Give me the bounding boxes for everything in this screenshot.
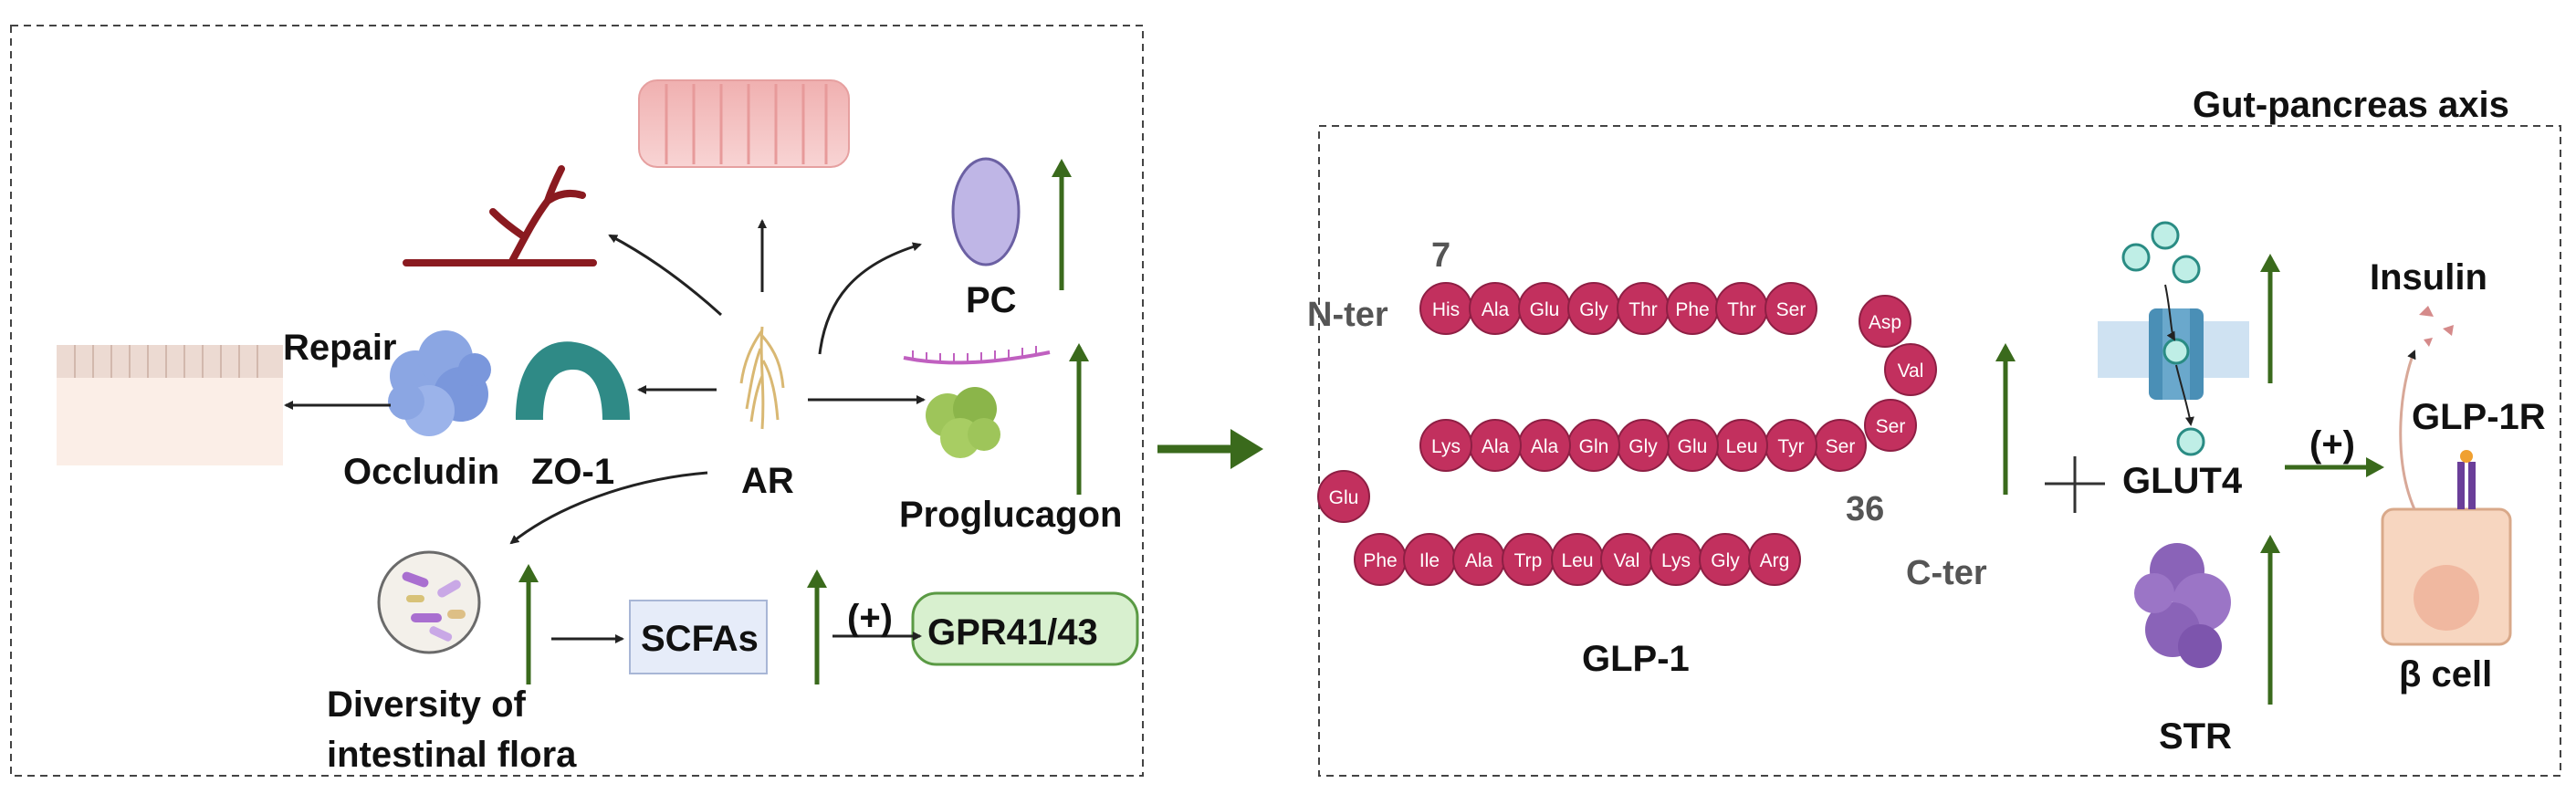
residue-label: Ala bbox=[1482, 299, 1510, 320]
residue-label: Ser bbox=[1776, 299, 1806, 320]
residue-label: Phe bbox=[1363, 550, 1397, 571]
residue-ser-17 bbox=[1864, 399, 1917, 452]
residue-label: Tyr bbox=[1777, 436, 1804, 457]
residue-label: Glu bbox=[1678, 436, 1708, 457]
residue-glu-27 bbox=[1317, 470, 1370, 523]
scfas-label: SCFAs bbox=[641, 619, 759, 659]
residue-label: Ala bbox=[1482, 436, 1510, 457]
right-panel-border bbox=[1318, 125, 2561, 777]
residue-val-16 bbox=[1884, 343, 1937, 396]
ar-label: AR bbox=[741, 461, 794, 501]
arrow-ar-to-vessel bbox=[608, 234, 723, 317]
occludin-protein-icon bbox=[388, 330, 491, 436]
str-protein-icon bbox=[2134, 543, 2231, 668]
blood-vessel-icon bbox=[403, 165, 597, 266]
residue-arg-36 bbox=[1748, 533, 1801, 586]
residue-label: Lys bbox=[1661, 550, 1691, 571]
pc-bacteria-icon bbox=[951, 157, 1021, 266]
residue-label: Val bbox=[1898, 360, 1924, 381]
residue-label: Phe bbox=[1675, 299, 1709, 320]
residue-label: Gly bbox=[1628, 436, 1658, 457]
residue-label: Ile bbox=[1419, 550, 1440, 571]
plus-label-right: (+) bbox=[2309, 424, 2355, 465]
glp1r-receptor-icon bbox=[2457, 450, 2476, 509]
insulin-release-path bbox=[2399, 350, 2416, 510]
residue-label: Val bbox=[1614, 550, 1640, 571]
residue-label: Thr bbox=[1727, 299, 1756, 320]
bcell-label: β cell bbox=[2399, 654, 2492, 695]
flora-label-line1: Diversity of bbox=[327, 684, 527, 725]
scfas-box bbox=[629, 600, 768, 674]
residue-label: Asp bbox=[1869, 312, 1901, 333]
epithelium-icon bbox=[57, 345, 283, 465]
zo1-protein-icon bbox=[516, 341, 630, 420]
residue-label: Gly bbox=[1711, 550, 1740, 571]
glp1r-label: GLP-1R bbox=[2412, 397, 2546, 437]
cter-label: C-ter bbox=[1906, 554, 1987, 592]
residue-label: Arg bbox=[1760, 550, 1790, 571]
residue-label: His bbox=[1432, 299, 1460, 320]
residue-lys-26 bbox=[1419, 419, 1472, 472]
astragalus-root-icon bbox=[739, 326, 785, 430]
pos36-label: 36 bbox=[1846, 490, 1884, 528]
gut-pancreas-title: Gut-pancreas axis bbox=[2193, 85, 2509, 125]
residue-label: Gln bbox=[1579, 436, 1609, 457]
nter-label: N-ter bbox=[1307, 296, 1388, 334]
repair-label: Repair bbox=[283, 328, 397, 368]
rna-strand-icon bbox=[903, 350, 1051, 365]
pos7-label: 7 bbox=[1431, 236, 1450, 275]
proglucagon-label: Proglucagon bbox=[899, 495, 1122, 535]
pc-label: PC bbox=[966, 280, 1017, 320]
gpr-box bbox=[911, 591, 1139, 666]
insulin-granules-icon bbox=[2419, 306, 2454, 347]
occludin-label: Occludin bbox=[343, 452, 499, 492]
gut-flora-icon bbox=[377, 550, 481, 654]
arrow-ar-to-flora bbox=[509, 471, 708, 545]
residue-asp-15 bbox=[1859, 295, 1911, 348]
residue-ser-14 bbox=[1764, 282, 1817, 335]
residue-label: Glu bbox=[1329, 487, 1359, 508]
flora-label-line2: intestinal flora bbox=[327, 735, 577, 775]
beta-cell-icon bbox=[2381, 507, 2512, 646]
intestine-tissue-icon bbox=[638, 79, 850, 168]
residue-label: Lys bbox=[1431, 436, 1461, 457]
insulin-label: Insulin bbox=[2370, 257, 2487, 298]
glp1-label: GLP-1 bbox=[1582, 639, 1690, 679]
residue-label: Leu bbox=[1725, 436, 1757, 457]
zo1-label: ZO-1 bbox=[531, 452, 614, 492]
plus-sign bbox=[2045, 456, 2105, 513]
gpr-label: GPR41/43 bbox=[927, 612, 1098, 653]
residue-label: Leu bbox=[1561, 550, 1593, 571]
residue-label: Gly bbox=[1579, 299, 1608, 320]
residue-label: Trp bbox=[1514, 550, 1543, 571]
residue-label: Ser bbox=[1876, 416, 1906, 437]
plus-label-left: (+) bbox=[847, 598, 893, 638]
residue-label: Glu bbox=[1530, 299, 1560, 320]
str-label: STR bbox=[2159, 716, 2232, 757]
residue-label: Ser bbox=[1826, 436, 1856, 457]
left-panel-border bbox=[10, 25, 1144, 777]
glut4-label: GLUT4 bbox=[2122, 461, 2243, 501]
glut4-transporter-icon bbox=[2098, 221, 2249, 456]
residue-label: Ala bbox=[1465, 550, 1493, 571]
proglucagon-cell-icon bbox=[926, 387, 1000, 458]
arrow-ar-to-pc bbox=[818, 242, 922, 355]
residue-label: Thr bbox=[1628, 299, 1658, 320]
residue-label: Ala bbox=[1531, 436, 1559, 457]
